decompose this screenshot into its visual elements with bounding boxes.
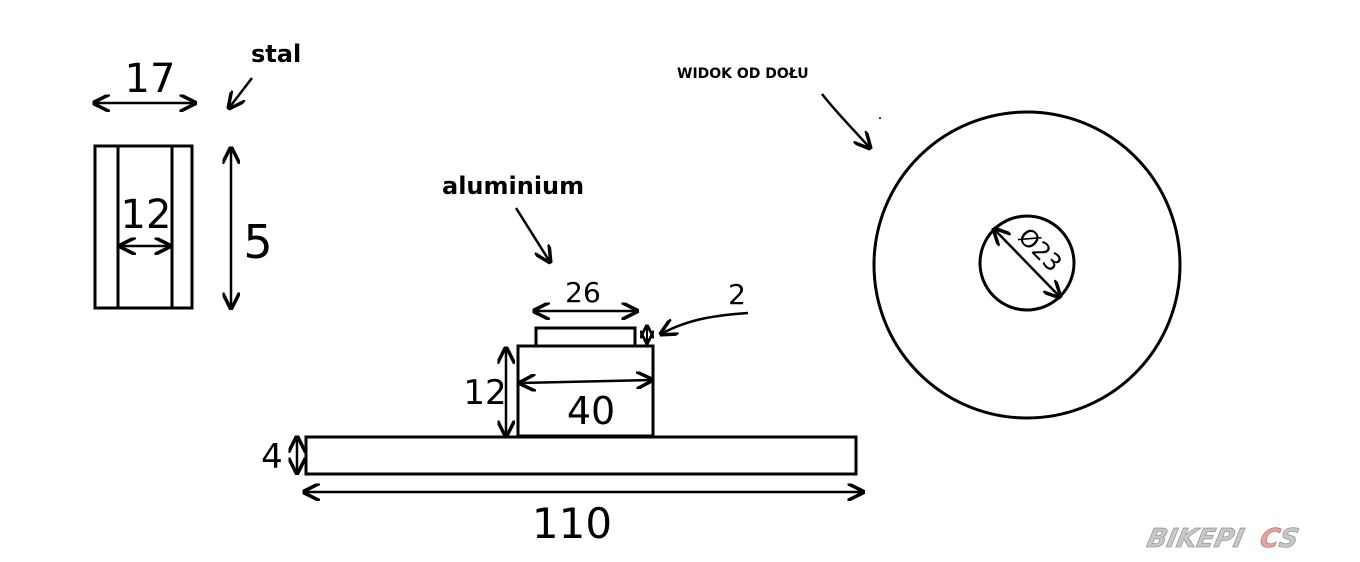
steel-width-dim: 17 — [125, 56, 176, 102]
hole-diameter-dim: Ø23 — [1013, 223, 1068, 278]
steel-inner-width-dim: 12 — [121, 192, 172, 238]
bottom-view: WIDOK OD DOŁU Ø23 — [677, 66, 1182, 420]
steel-part: 17 12 5 stal — [94, 40, 301, 308]
watermark-logo: BIKEPI C S — [1144, 524, 1302, 554]
top-cap-width-dim: 26 — [565, 276, 601, 309]
hole-diameter-arrow — [994, 229, 1060, 297]
inner-hole — [978, 214, 1076, 312]
outer-circle — [872, 110, 1182, 420]
base-height-dim: 4 — [261, 437, 283, 477]
bottom-view-pointer-arrow — [821, 93, 870, 148]
base-width-dim: 110 — [532, 499, 612, 548]
bottom-view-stray-dot — [879, 117, 881, 119]
aluminium-label: aluminium — [442, 172, 584, 200]
block-width-dim: 40 — [567, 389, 615, 433]
steel-height-dim: 5 — [243, 215, 272, 269]
block-height-dim: 12 — [463, 373, 506, 413]
aluminium-part: aluminium 26 2 12 40 4 110 — [261, 172, 863, 548]
aluminium-pointer-arrow — [514, 207, 550, 262]
block-width-arrow — [520, 380, 652, 383]
steel-label: stal — [251, 40, 301, 68]
top-cap-height-pointer — [661, 311, 749, 334]
bottom-view-label: WIDOK OD DOŁU — [677, 66, 809, 82]
steel-outline — [93, 144, 194, 310]
base-plate — [304, 435, 858, 476]
top-cap — [534, 326, 637, 348]
steel-pointer-arrow — [229, 77, 253, 108]
top-cap-height-dim: 2 — [728, 278, 746, 311]
watermark-text: BIKEPI — [1144, 524, 1247, 554]
